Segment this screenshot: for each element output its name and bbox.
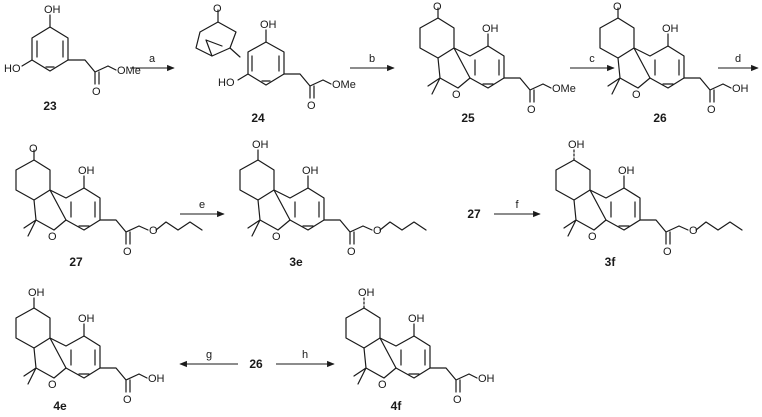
atom-label: OH	[252, 139, 269, 151]
reagent-label-f: f	[515, 199, 519, 211]
compound-4e-structure: OH OH O O OH	[15, 287, 165, 406]
compound-label-3e: 3e	[289, 255, 303, 269]
atom-label: O	[663, 246, 672, 258]
atom-label: O	[527, 104, 536, 116]
atom-label: O	[272, 231, 281, 243]
atom-label: OH	[44, 4, 61, 16]
compound-4f-structure: OH OH O O OH	[345, 287, 495, 406]
compound-label-27-reference: 27	[467, 207, 481, 221]
atom-label: OMe	[332, 79, 356, 91]
atom-label: O	[452, 89, 461, 101]
atom-label: OH	[302, 165, 319, 177]
atom-label: O	[632, 89, 641, 101]
atom-label: O	[588, 231, 597, 243]
atom-label: OH	[568, 139, 585, 151]
atom-label: O	[213, 3, 222, 15]
atom-label: O	[92, 86, 101, 98]
atom-label: O	[453, 394, 462, 406]
reagent-label-e: e	[199, 199, 205, 211]
atom-label: OH	[78, 313, 95, 325]
compound-label-4e: 4e	[53, 399, 67, 413]
atom-label: O	[613, 1, 622, 13]
reagent-label-h: h	[302, 349, 308, 361]
atom-label: O	[123, 246, 132, 258]
reagent-label-g: g	[206, 349, 212, 361]
compound-label-26-reference: 26	[249, 357, 263, 371]
atom-label: OMe	[117, 65, 141, 77]
compound-27-structure: O OH O O O	[15, 143, 203, 258]
atom-label: OH	[260, 19, 277, 31]
atom-label: O	[307, 100, 316, 112]
atom-label: OH	[408, 313, 425, 325]
compound-3f-structure: OH OH O O O	[555, 139, 743, 258]
atom-label: OH	[732, 83, 749, 95]
reagent-label-a: a	[149, 53, 156, 65]
atom-label: OH	[618, 165, 635, 177]
atom-label: HO	[4, 63, 21, 75]
compound-label-4f: 4f	[391, 399, 403, 413]
compound-label-24: 24	[251, 111, 265, 125]
compound-25-structure: O OH O O OMe	[419, 1, 576, 116]
compound-label-25: 25	[461, 111, 475, 125]
atom-label: OH	[478, 373, 495, 385]
atom-label: O	[373, 225, 382, 237]
atom-label: OH	[78, 165, 95, 177]
atom-label: HO	[218, 77, 235, 89]
atom-label: O	[48, 231, 57, 243]
atom-label: OH	[358, 287, 375, 299]
atom-label: O	[707, 104, 716, 116]
compound-26-structure: O OH O O OH	[599, 1, 749, 116]
atom-label: O	[433, 1, 442, 13]
atom-label: O	[689, 225, 698, 237]
compound-3e-structure: OH OH O O O	[239, 139, 427, 258]
atom-label: O	[347, 246, 356, 258]
atom-label: OH	[148, 373, 165, 385]
reagent-label-b: b	[369, 53, 375, 65]
reagent-label-d: d	[735, 53, 741, 65]
compound-label-26: 26	[653, 111, 667, 125]
compound-label-23: 23	[43, 99, 57, 113]
atom-label: OH	[482, 23, 499, 35]
compound-24-structure: O OH HO O OMe	[195, 3, 356, 112]
reagent-label-c: c	[589, 53, 595, 65]
compound-23-structure: OH HO O OMe	[4, 4, 141, 98]
atom-label: OH	[28, 287, 45, 299]
atom-label: O	[378, 379, 387, 391]
compound-label-27: 27	[69, 255, 83, 269]
atom-label: OMe	[552, 83, 576, 95]
atom-label: OH	[662, 23, 679, 35]
atom-label: O	[123, 394, 132, 406]
atom-label: O	[29, 143, 38, 155]
atom-label: O	[48, 379, 57, 391]
atom-label: O	[149, 225, 158, 237]
compound-label-3f: 3f	[605, 255, 617, 269]
